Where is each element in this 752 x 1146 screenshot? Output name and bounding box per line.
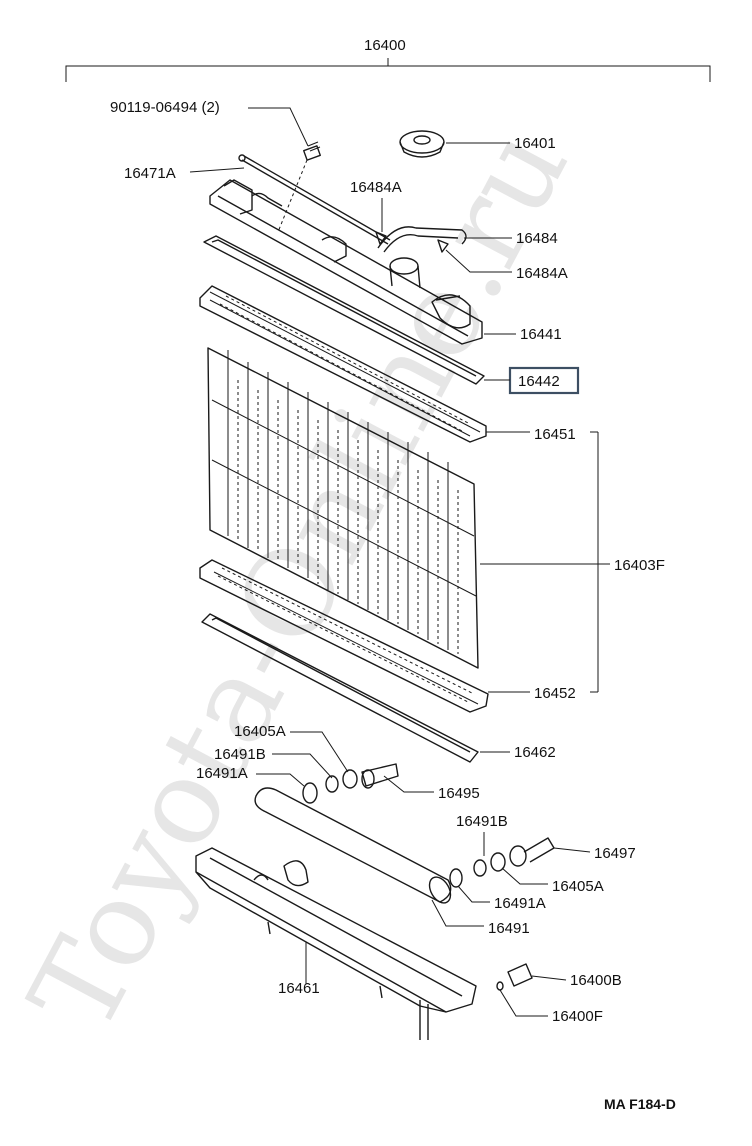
- upper-tank-gasket: [203, 235, 485, 385]
- label-16491A-left[interactable]: 16491A: [196, 765, 248, 782]
- drain-cock: [496, 963, 533, 991]
- label-16484[interactable]: 16484: [516, 230, 558, 247]
- assembly-bracket: [65, 58, 711, 82]
- lower-core-header: [199, 559, 489, 713]
- label-16400B[interactable]: 16400B: [570, 972, 622, 989]
- support-rod: [238, 154, 391, 245]
- hose-clamp-lower: [437, 239, 449, 253]
- lower-tank: [195, 847, 477, 1040]
- label-16403F[interactable]: 16403F: [614, 557, 665, 574]
- label-16451[interactable]: 16451: [534, 426, 576, 443]
- label-16452[interactable]: 16452: [534, 685, 576, 702]
- hose-clamp-upper: [375, 231, 387, 245]
- upper-tank: [209, 179, 483, 345]
- label-16495[interactable]: 16495: [438, 785, 480, 802]
- drain-fitting-left: [302, 763, 399, 804]
- label-16442[interactable]: 16442: [518, 373, 560, 390]
- label-16462[interactable]: 16462: [514, 744, 556, 761]
- label-16484A-top[interactable]: 16484A: [350, 179, 402, 196]
- label-16491[interactable]: 16491: [488, 920, 530, 937]
- bolt-90119: [277, 141, 321, 233]
- label-16401[interactable]: 16401: [514, 135, 556, 152]
- label-16484A[interactable]: 16484A: [516, 265, 568, 282]
- label-16405A-left[interactable]: 16405A: [234, 723, 286, 740]
- lower-tank-gasket: [201, 613, 479, 763]
- radiator-pipe: [254, 787, 452, 904]
- label-90119[interactable]: 90119-06494 (2): [110, 99, 220, 116]
- footer-code: MA F184-D: [604, 1096, 676, 1112]
- label-16400[interactable]: 16400: [364, 37, 406, 54]
- label-16491A-right[interactable]: 16491A: [494, 895, 546, 912]
- label-16471A[interactable]: 16471A: [124, 165, 176, 182]
- overflow-hose: [377, 226, 467, 253]
- radiator-core: [207, 347, 479, 669]
- radiator-cap: [399, 130, 445, 158]
- label-16441[interactable]: 16441: [520, 326, 562, 343]
- label-16497[interactable]: 16497: [594, 845, 636, 862]
- drain-fitting-right: [449, 837, 555, 888]
- label-16491B-right[interactable]: 16491B: [456, 813, 508, 830]
- label-16405A-right[interactable]: 16405A: [552, 878, 604, 895]
- label-16461[interactable]: 16461: [278, 980, 320, 997]
- upper-core-header: [199, 285, 487, 443]
- label-16491B-left[interactable]: 16491B: [214, 746, 266, 763]
- label-16400F[interactable]: 16400F: [552, 1008, 603, 1025]
